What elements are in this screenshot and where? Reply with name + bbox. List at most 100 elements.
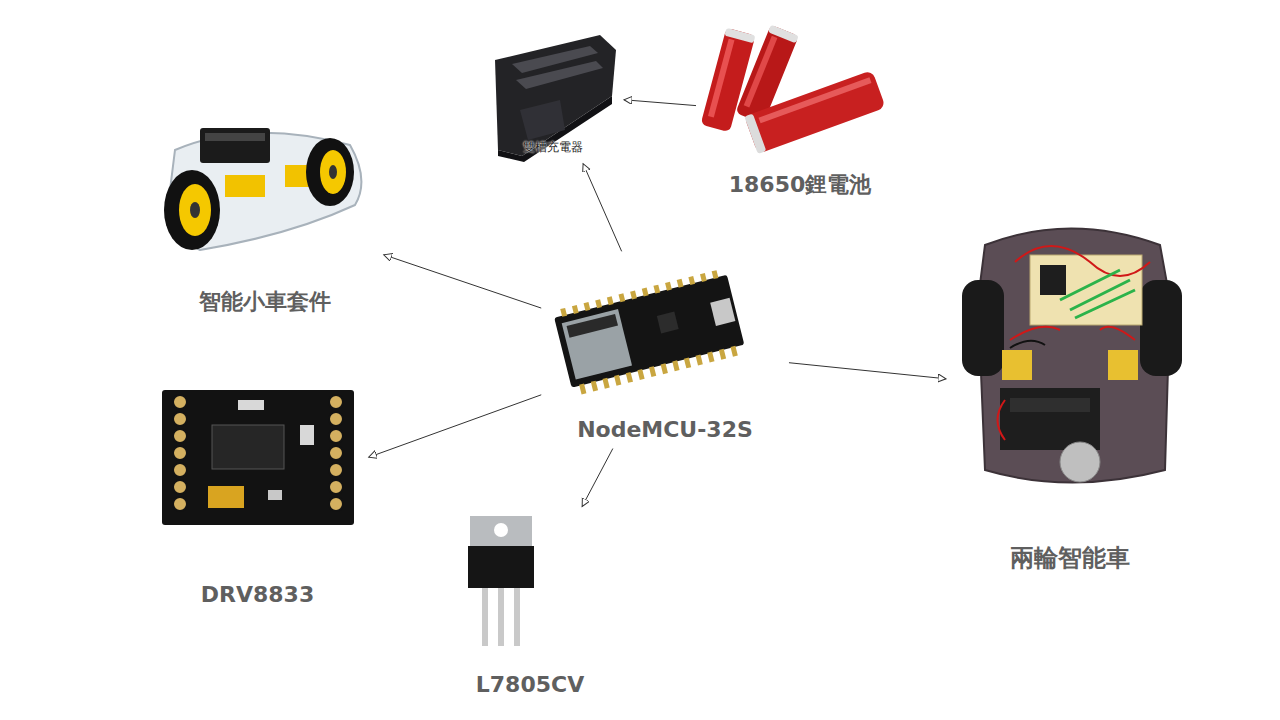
battery-picture — [701, 25, 886, 154]
nodemcu-picture-part-part — [665, 282, 672, 291]
nodemcu-picture-part-part — [684, 357, 691, 368]
battery-picture-part-part — [708, 39, 735, 118]
regulator-picture-part — [494, 523, 508, 537]
nodemcu-picture-part-part — [653, 285, 660, 294]
connector-arrow — [583, 164, 622, 252]
nodemcu-picture-part — [567, 314, 618, 338]
nodemcu-picture-part-part — [630, 290, 637, 299]
nodemcu-picture-part-part — [712, 270, 719, 279]
connector-arrow — [384, 255, 541, 308]
battery-picture-part-part — [759, 77, 872, 123]
component-label: 18650鋰電池 — [729, 172, 872, 198]
nodemcu-picture-part-part — [719, 349, 726, 360]
car-kit-picture-part — [329, 165, 337, 179]
nodemcu-picture-part-part — [626, 372, 633, 383]
robot-car-picture-part — [1030, 255, 1142, 325]
nodemcu-picture-part — [657, 312, 679, 334]
component-node: L7805CV — [455, 510, 605, 700]
regulator-picture-part — [468, 546, 534, 588]
car-kit-picture-part — [200, 128, 270, 163]
nodemcu-picture-part — [562, 309, 632, 379]
nodemcu-picture-part-part — [696, 355, 703, 366]
charger-picture-part — [498, 96, 612, 162]
nodemcu-picture-part-part — [677, 279, 684, 288]
component-node: 18650鋰電池 — [700, 28, 900, 200]
charger-picture — [495, 35, 616, 162]
car-kit-picture-part — [190, 202, 200, 218]
driver-board-picture-part-part — [329, 412, 343, 426]
nodemcu-picture-part-part — [688, 276, 695, 285]
driver-board-picture-part-part — [173, 497, 187, 511]
connector-arrow — [582, 449, 613, 507]
nodemcu-picture-part — [710, 298, 735, 326]
driver-board-picture-part-part — [329, 446, 343, 460]
driver-board-picture-part-part — [173, 412, 187, 426]
nodemcu-picture-part-part — [672, 360, 679, 371]
driver-board-picture-part-part — [173, 429, 187, 443]
component-label: DRV8833 — [201, 582, 314, 608]
driver-board-picture-part-part — [329, 395, 343, 409]
nodemcu-picture-part — [560, 270, 738, 394]
driver-board-picture-part-part — [173, 446, 187, 460]
driver-board-picture-part — [238, 400, 264, 410]
driver-board-picture-part — [162, 390, 354, 525]
robot-car-picture-part — [962, 280, 1004, 376]
driver-board-picture-part-part — [329, 480, 343, 494]
component-node: 雙槽充電器 — [485, 28, 620, 160]
nodemcu-picture-part-part — [579, 384, 586, 395]
driver-board-picture-part — [268, 490, 282, 500]
robot-car-picture-part — [1010, 341, 1045, 348]
robot-car-picture-part — [1010, 398, 1090, 412]
nodemcu-picture-part-part — [649, 366, 656, 377]
robot-car-picture-part — [1060, 270, 1135, 318]
regulator-picture-part — [514, 588, 520, 646]
nodemcu-picture-part-part — [637, 369, 644, 380]
regulator-picture — [468, 516, 534, 646]
nodemcu-picture — [553, 268, 747, 396]
car-kit-picture-part — [306, 138, 354, 206]
robot-car-picture-part — [1010, 327, 1135, 340]
nodemcu-picture-part — [554, 275, 744, 388]
connector-arrow — [624, 100, 696, 106]
regulator-picture-part — [482, 588, 488, 646]
regulator-picture-part — [498, 588, 504, 646]
nodemcu-picture-part-part — [642, 288, 649, 297]
battery-picture-part-part — [744, 70, 885, 154]
nodemcu-picture-part-part — [614, 375, 621, 386]
driver-board-picture-part — [173, 395, 343, 511]
battery-picture-part-part — [744, 36, 778, 108]
driver-board-picture-part-part — [329, 497, 343, 511]
component-node: 兩輪智能車 — [950, 208, 1190, 575]
robot-car-picture-part — [1015, 246, 1150, 276]
driver-board-picture-part-part — [173, 463, 187, 477]
robot-car-picture — [962, 229, 1182, 483]
component-node: 智能小車套件 — [150, 112, 380, 317]
driver-board-picture-part — [300, 425, 314, 445]
nodemcu-picture-part-part — [700, 273, 707, 282]
component-label: NodeMCU-32S — [577, 417, 753, 443]
robot-car-picture-part — [1000, 388, 1100, 450]
nodemcu-picture-part-part — [595, 299, 602, 308]
connector-arrow — [789, 363, 946, 379]
nodemcu-picture-part-part — [618, 293, 625, 302]
driver-board-picture-part-part — [173, 480, 187, 494]
nodemcu-picture-part-part — [607, 296, 614, 305]
regulator-picture-part — [470, 516, 532, 548]
car-kit-picture-part — [225, 175, 265, 197]
car-kit-picture — [164, 128, 361, 250]
nodemcu-picture-part-part — [661, 363, 668, 374]
robot-car-picture-part — [1140, 280, 1182, 376]
component-label: L7805CV — [476, 672, 584, 698]
driver-board-picture-part — [208, 486, 244, 508]
component-node: DRV8833 — [150, 385, 365, 610]
charger-picture-part — [516, 61, 603, 89]
robot-car-picture-part — [1002, 350, 1032, 380]
robot-car-picture-part — [1040, 265, 1066, 295]
car-kit-picture-part — [179, 184, 211, 236]
driver-board-picture — [162, 390, 354, 525]
component-label: 兩輪智能車 — [1010, 544, 1130, 573]
driver-board-picture-part-part — [173, 395, 187, 409]
